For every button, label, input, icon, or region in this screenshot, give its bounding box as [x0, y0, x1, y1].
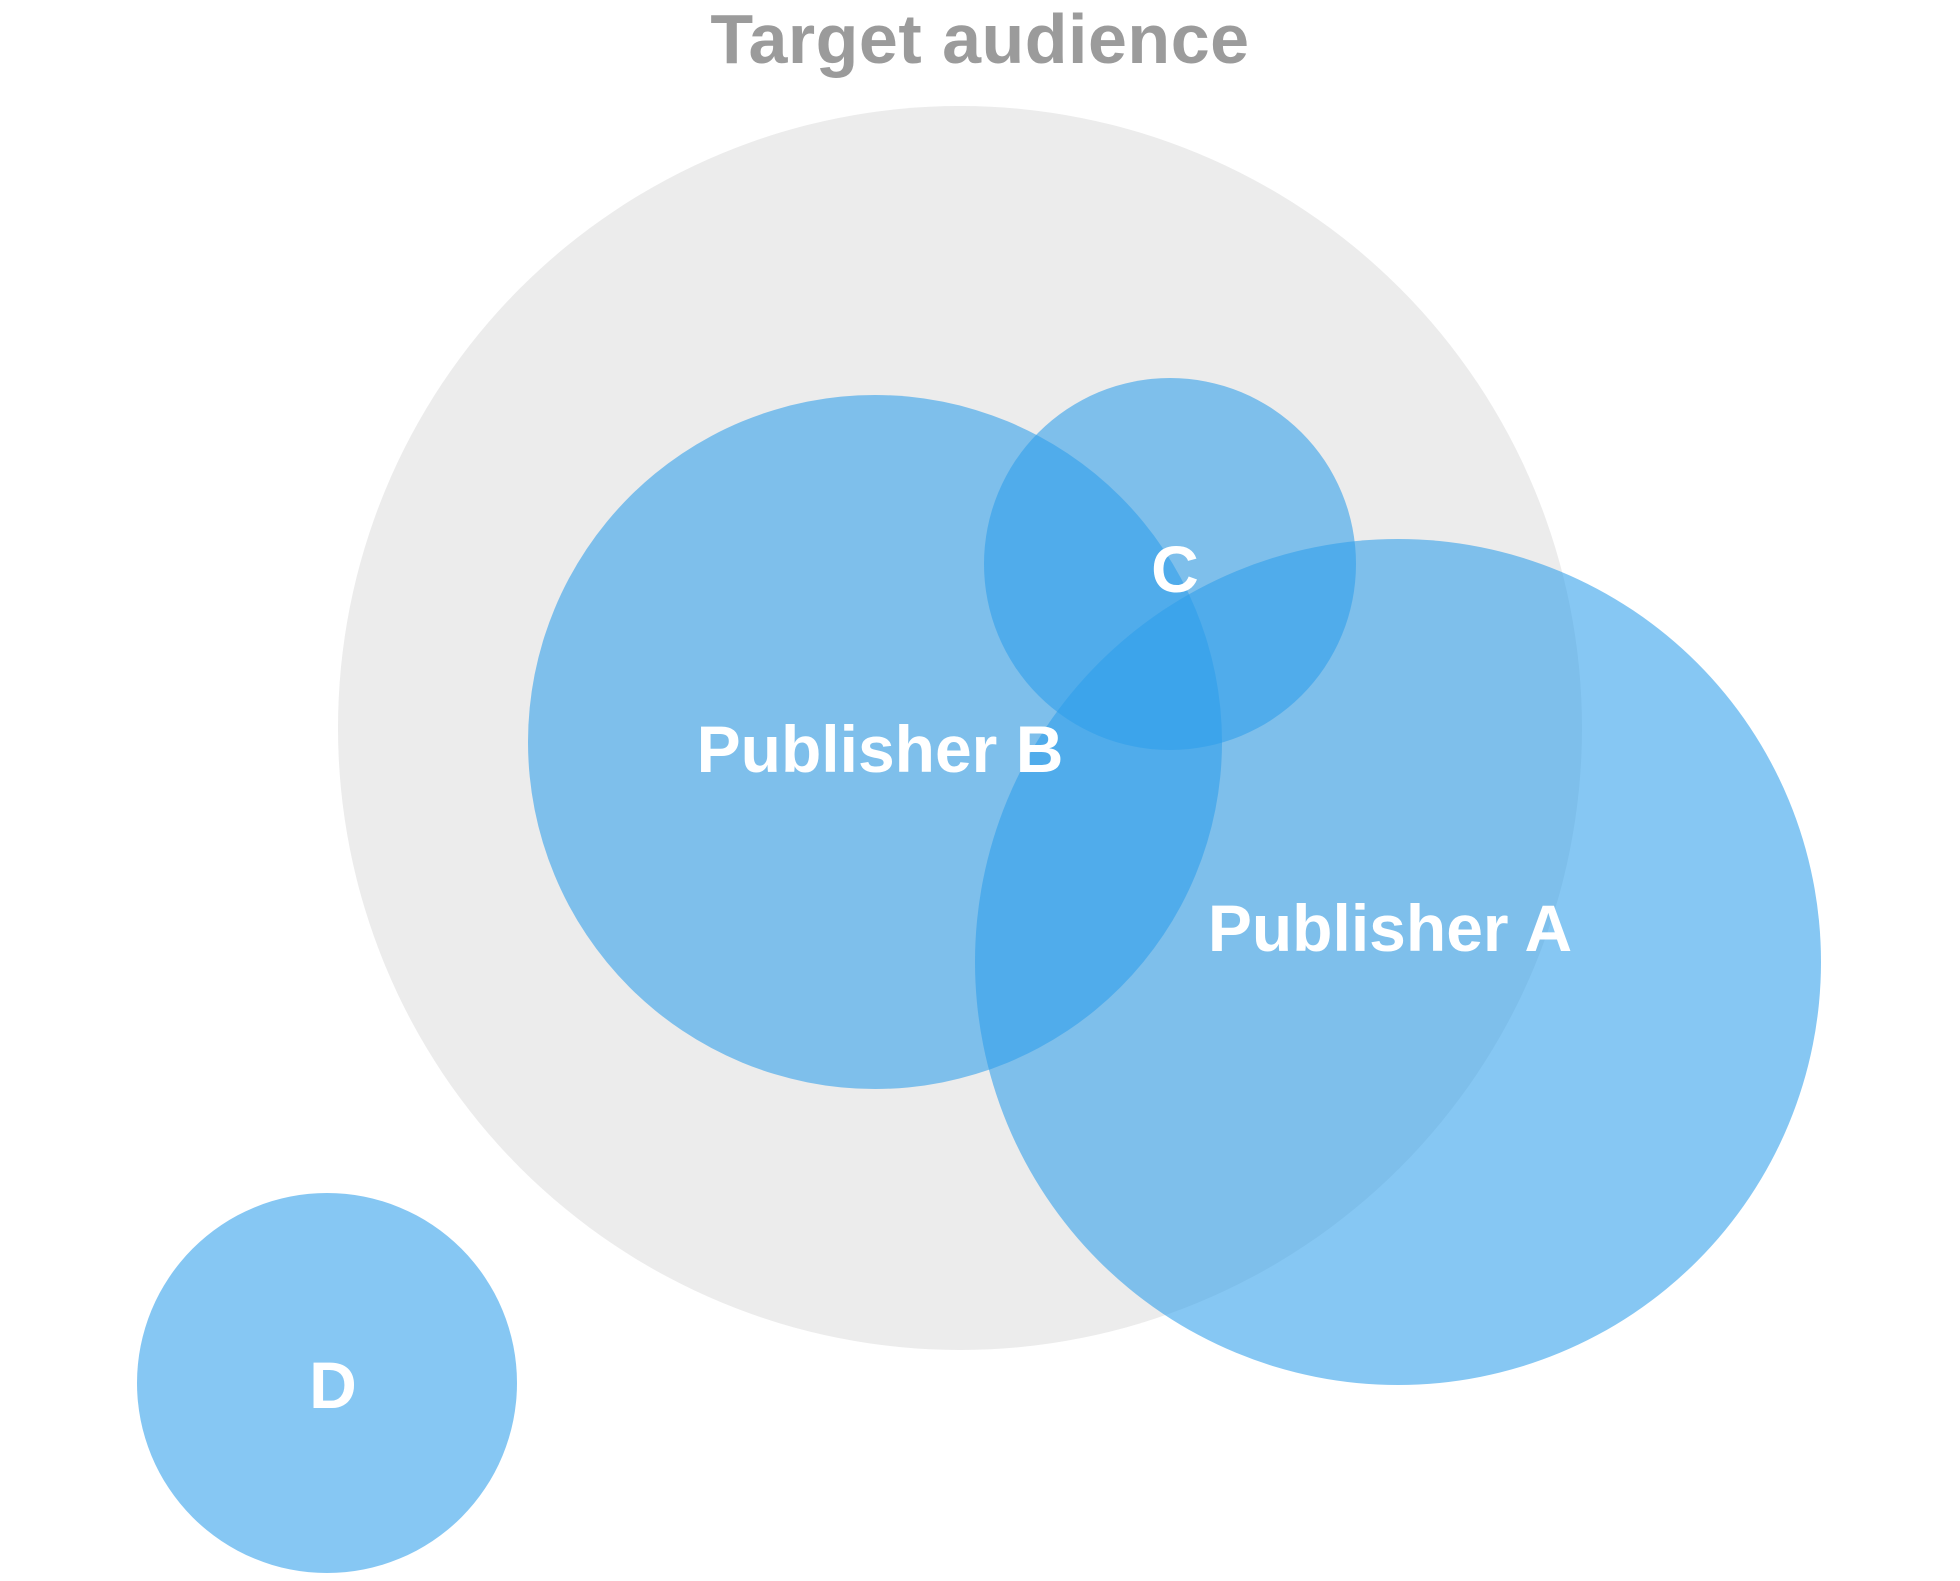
label-publisher-b: Publisher B [697, 712, 1064, 786]
circle-d [137, 1193, 517, 1573]
label-d: D [309, 1348, 357, 1422]
diagram-title: Target audience [710, 0, 1250, 78]
label-publisher-a: Publisher A [1208, 891, 1572, 965]
circle-publisher-a [975, 539, 1821, 1385]
label-c: C [1151, 532, 1199, 606]
